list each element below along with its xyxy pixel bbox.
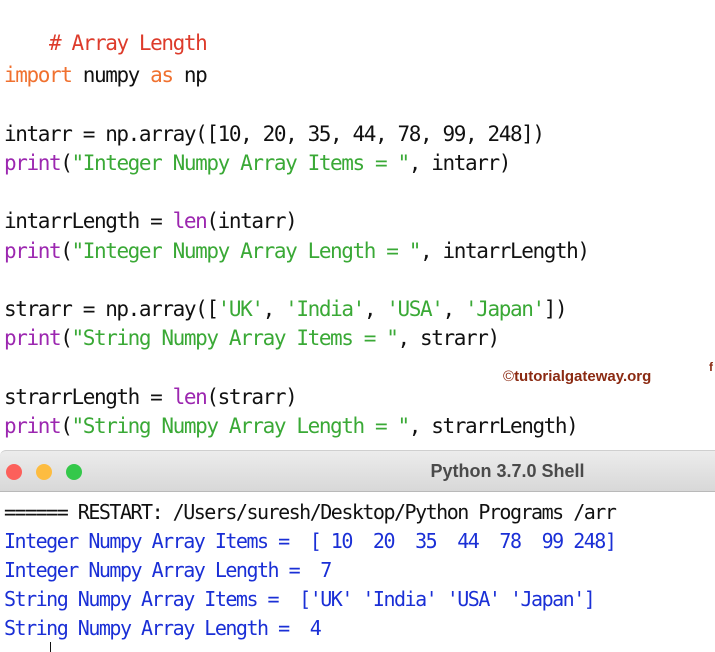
builtin-print: print	[4, 151, 62, 175]
paren: (	[60, 239, 73, 263]
python-shell-window: Python 3.7.0 Shell ====== RESTART: /User…	[0, 450, 715, 652]
assignment: intarr = np.array([10, 20, 35, 44, 78, 9…	[4, 122, 545, 146]
code-line-8: print("String Numpy Array Items = ", str…	[4, 325, 501, 351]
assignment: intarrLength =	[4, 209, 173, 233]
restart-line: ====== RESTART: /Users/suresh/Desktop/Py…	[4, 500, 617, 524]
paren: (	[60, 326, 73, 350]
output-line-3: String Numpy Array Items = ['UK' 'India'…	[4, 587, 596, 611]
copyright-icon: ©	[503, 368, 515, 385]
code-editor[interactable]: # Array Length import numpy as np intarr…	[0, 0, 715, 450]
watermark: ©tutorialgateway.org	[503, 368, 651, 385]
string-literal: 'UK'	[217, 297, 264, 321]
watermark-text: tutorialgateway.org	[514, 368, 652, 385]
args: , intarrLength)	[420, 239, 590, 263]
keyword-import: import	[4, 63, 73, 87]
args: , strarrLength)	[408, 414, 579, 438]
minimize-button[interactable]	[36, 464, 52, 480]
paren: (	[60, 414, 73, 438]
code-line-6: print("Integer Numpy Array Length = ", i…	[4, 238, 590, 264]
separator: ,	[442, 297, 466, 321]
code-line-4: print("Integer Numpy Array Items = ", in…	[4, 150, 512, 176]
string-literal: "String Numpy Array Length = "	[71, 414, 410, 438]
output-line-2: Integer Numpy Array Length = 7	[4, 558, 332, 582]
code-line-3: intarr = np.array([10, 20, 35, 44, 78, 9…	[4, 121, 545, 147]
string-literal: "String Numpy Array Items = "	[71, 326, 398, 350]
code-line-2: import numpy as np	[4, 62, 208, 88]
builtin-print: print	[4, 414, 62, 438]
string-literal: 'USA'	[386, 297, 444, 321]
builtin-print: print	[4, 326, 62, 350]
code-line-5: intarrLength = len(intarr)	[4, 208, 298, 234]
assignment: strarrLength =	[4, 385, 173, 409]
args: , intarr)	[408, 151, 512, 175]
string-literal: 'India'	[285, 297, 365, 321]
alias-name: np	[172, 63, 208, 87]
comment: # Array Length	[48, 31, 208, 55]
code-line-7: strarr = np.array(['UK', 'India', 'USA',…	[4, 296, 568, 322]
args: (strarr)	[206, 385, 297, 409]
edge-mark: f	[709, 360, 713, 374]
code-line-10: print("String Numpy Array Length = ", st…	[4, 413, 579, 439]
builtin-len: len	[172, 385, 208, 409]
string-literal: 'Japan'	[465, 297, 545, 321]
string-literal: "Integer Numpy Array Length = "	[71, 239, 421, 263]
output-line-1: Integer Numpy Array Items = [ 10 20 35 4…	[4, 529, 617, 553]
code-line-9: strarrLength = len(strarr)	[4, 384, 298, 410]
assignment: strarr = np.array([	[4, 297, 219, 321]
text-cursor	[50, 642, 51, 652]
zoom-button[interactable]	[66, 464, 82, 480]
shell-title: Python 3.7.0 Shell	[430, 461, 585, 481]
args: , strarr)	[397, 326, 501, 350]
closing-brackets: ])	[543, 297, 568, 321]
separator: ,	[363, 297, 387, 321]
close-button[interactable]	[6, 464, 22, 480]
string-literal: "Integer Numpy Array Items = "	[71, 151, 410, 175]
output-line-4: String Numpy Array Length = 4	[4, 616, 322, 640]
code-line-1: # Array Length	[4, 4, 208, 82]
builtin-print: print	[4, 239, 62, 263]
module-name: numpy	[71, 63, 151, 87]
args: (intarr)	[206, 209, 297, 233]
paren: (	[60, 151, 73, 175]
separator: ,	[262, 297, 286, 321]
shell-titlebar[interactable]: Python 3.7.0 Shell	[0, 450, 715, 492]
keyword-as: as	[150, 63, 174, 87]
builtin-len: len	[172, 209, 208, 233]
